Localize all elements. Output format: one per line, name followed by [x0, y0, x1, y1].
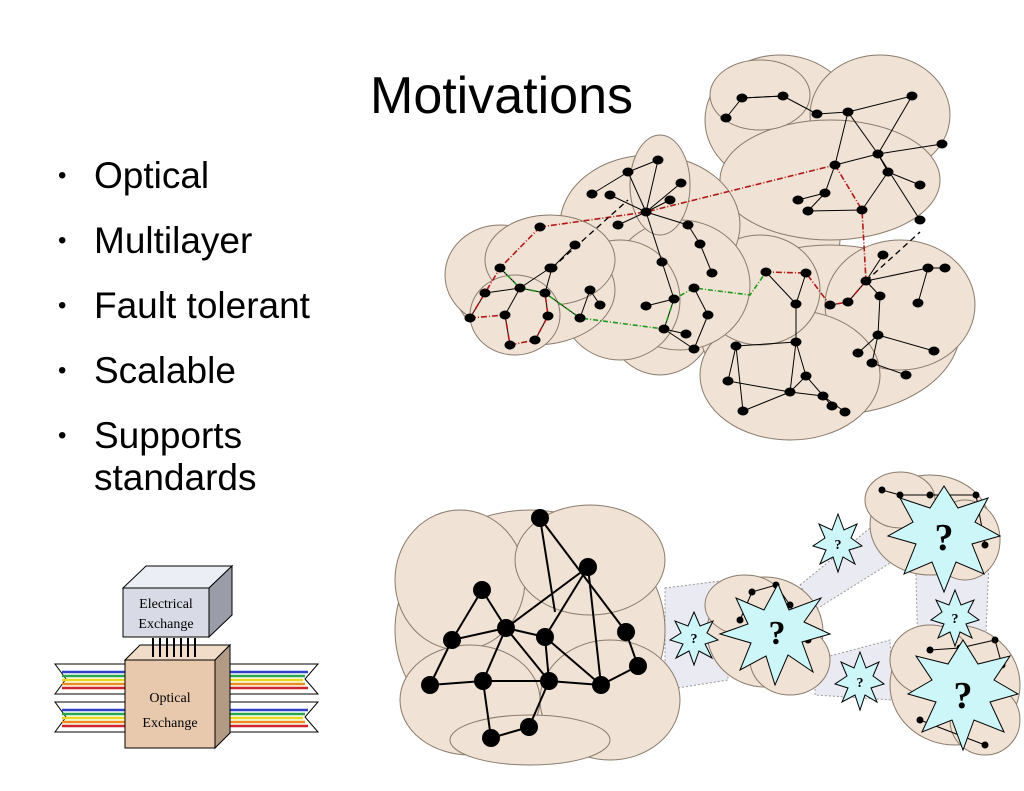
network-nodes: [464, 91, 951, 417]
optical-exchange-box: [123, 643, 232, 750]
cloud-top-right: [704, 54, 951, 241]
question-mark-label: ?: [935, 517, 954, 559]
unknown-stars: [668, 485, 1020, 752]
optical-exchange-label-line2: Exchange: [142, 716, 197, 731]
star-large-top-right: [886, 485, 1002, 594]
question-mark-label: ?: [691, 632, 698, 647]
star-question-marks: ? ? ? ? ? ? ?: [691, 517, 973, 717]
star-small-upper: [811, 512, 864, 574]
bullet-item: Optical: [58, 155, 414, 197]
multi-domain-network-diagram: [444, 54, 976, 441]
star-large-bottom-right: [906, 639, 1020, 752]
star-large-middle: [718, 582, 832, 687]
question-mark-label: ?: [952, 612, 959, 627]
fiber-bundle-left-bottom: [54, 701, 126, 733]
exchange-diagram: Electrical Exchange Optical Exchange: [54, 564, 320, 750]
question-mark-label: ?: [835, 538, 842, 553]
fiber-bundle-left-top: [54, 663, 126, 695]
cloud-group: [444, 54, 976, 441]
bullet-item: Fault tolerant: [58, 285, 414, 327]
bullet-list: Optical Multilayer Fault tolerant Scalab…: [58, 155, 414, 522]
star-small-left: [668, 610, 720, 667]
large-cloud-nodes: [421, 509, 647, 747]
slide-title: Motivations: [370, 67, 633, 125]
unknown-topology-diagram: ? ? ? ? ? ? ?: [394, 471, 1021, 766]
question-mark-label: ?: [769, 615, 786, 652]
bullet-item: Scalable: [58, 350, 414, 392]
star-small-right: [929, 588, 981, 648]
electrical-exchange-label-line2: Exchange: [138, 617, 193, 632]
star-small-lower: [833, 650, 886, 712]
question-mark-label: ?: [954, 675, 973, 717]
electrical-exchange-box: [121, 564, 234, 639]
bullet-item: Multilayer: [58, 220, 414, 262]
cloud-large: [394, 504, 681, 766]
inter-domain-dashed-links: [551, 199, 921, 282]
bullet-item: Supports standards: [58, 415, 414, 499]
optical-exchange-label-line1: Optical: [149, 691, 190, 706]
question-mark-label: ?: [857, 676, 864, 691]
connector-pins: [152, 638, 196, 657]
intra-domain-links: [469, 95, 945, 413]
electrical-exchange-label-line1: Electrical: [139, 597, 193, 612]
